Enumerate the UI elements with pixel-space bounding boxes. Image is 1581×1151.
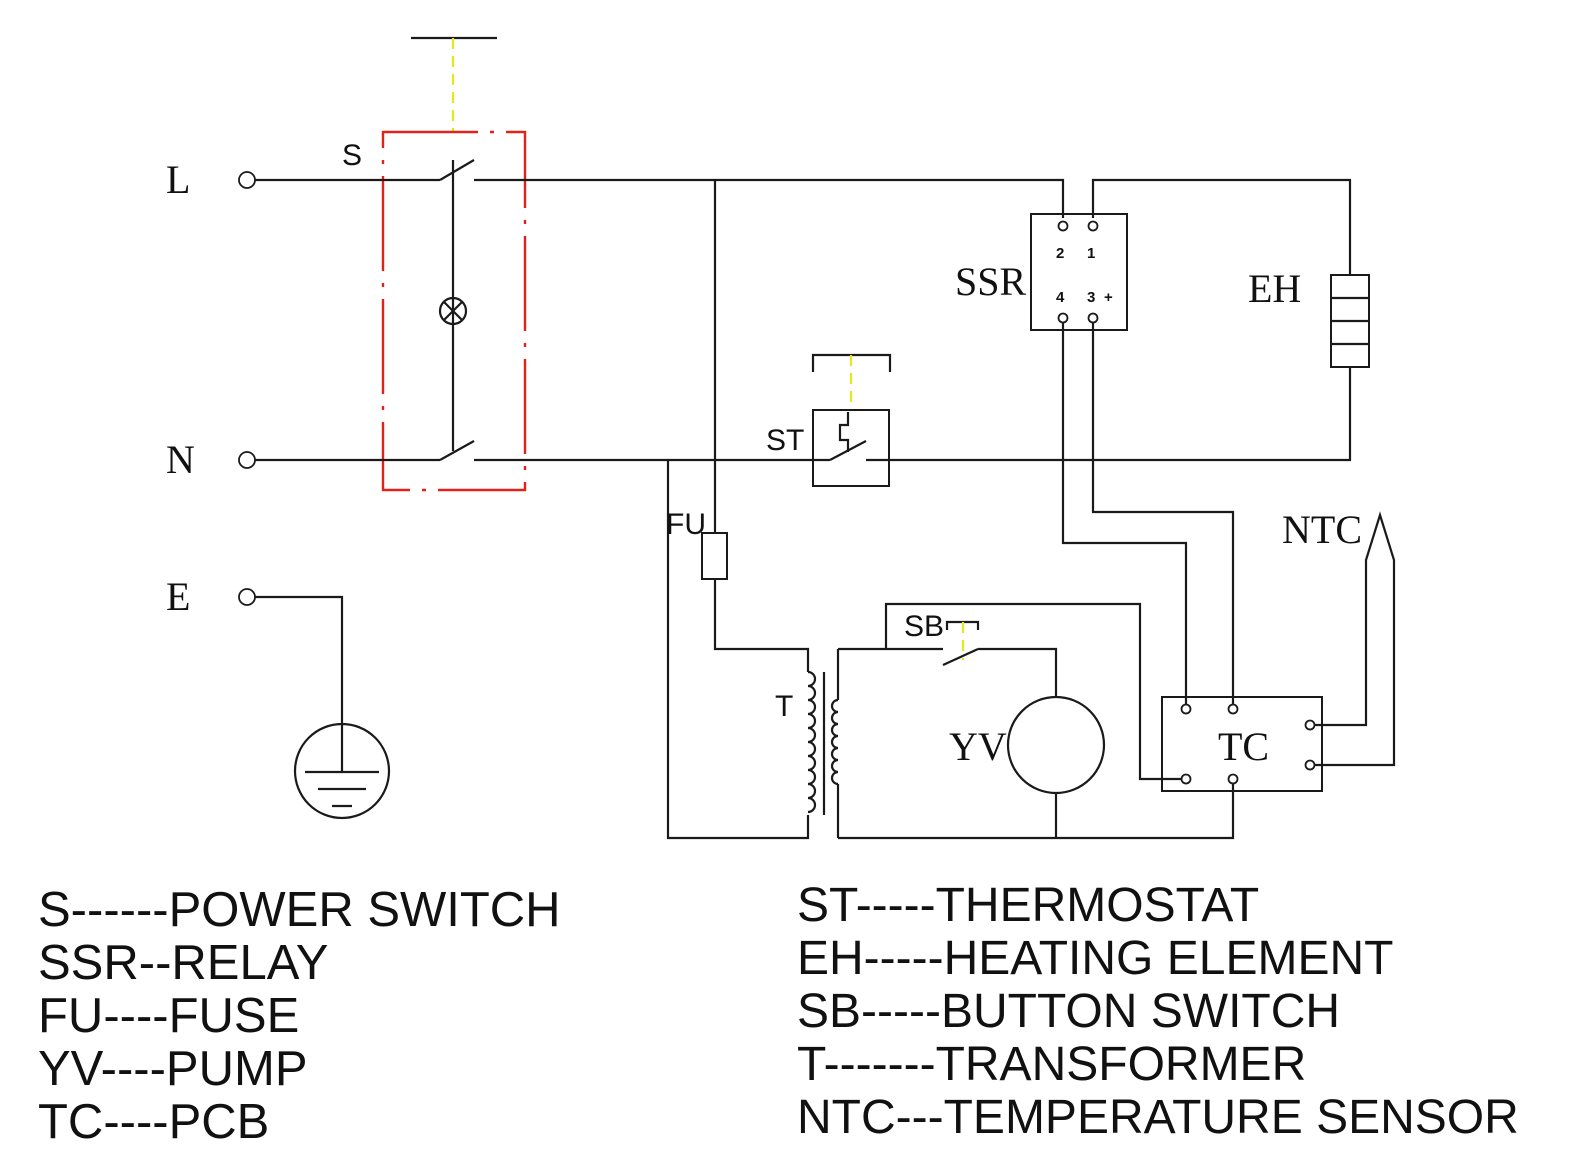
- label-l: L: [166, 157, 190, 202]
- sb-blade: [943, 649, 978, 665]
- legend-item: TC----PCB: [38, 1096, 561, 1149]
- wire-earth: [255, 597, 342, 725]
- legend-item: T-------TRANSFORMER: [797, 1038, 1519, 1091]
- power-switch: [383, 38, 525, 490]
- legend-item: FU----FUSE: [38, 990, 561, 1043]
- legend-item: YV----PUMP: [38, 1043, 561, 1096]
- heater-symbol: [1331, 275, 1369, 367]
- terminal-n: [239, 452, 255, 468]
- terminal-e: [239, 589, 255, 605]
- wire-ssr4-tc: [1063, 323, 1186, 704]
- legend-item: SB-----BUTTON SWITCH: [797, 985, 1519, 1038]
- ssr-pin-1: 1: [1087, 245, 1095, 262]
- pump-symbol: [1008, 697, 1104, 793]
- legend-item: SSR--RELAY: [38, 937, 561, 990]
- ssr-pin-4: 4: [1056, 289, 1065, 306]
- label-st: ST: [766, 424, 804, 457]
- switch-blade-l: [440, 160, 474, 180]
- legend-item: S------POWER SWITCH: [38, 884, 561, 937]
- legend-item: ST-----THERMOSTAT: [797, 879, 1519, 932]
- switch-blade-n: [440, 441, 474, 460]
- legend-left: S------POWER SWITCH SSR--RELAY FU----FUS…: [38, 884, 561, 1149]
- wire-n-eh: [866, 367, 1350, 460]
- thermostat-symbol: [813, 355, 890, 486]
- label-tc: TC: [1218, 724, 1269, 769]
- label-fu: FU: [666, 508, 706, 541]
- transformer-symbol: [808, 649, 838, 838]
- earth-ground-icon: [295, 724, 389, 818]
- ssr-pin-2: 2: [1056, 245, 1064, 262]
- wire-ssr3-tc: [1093, 323, 1233, 704]
- wire-sb-pump: [978, 649, 1056, 697]
- ssr-relay-box: [1031, 214, 1127, 330]
- label-yv: YV: [949, 724, 1007, 769]
- label-e: E: [166, 574, 190, 619]
- label-n: N: [166, 437, 195, 482]
- wire-ssr-eh: [1093, 180, 1350, 275]
- ntc-probe-symbol: [1315, 515, 1394, 765]
- ssr-pin-3: 3: [1087, 289, 1095, 306]
- label-sb: SB: [904, 610, 944, 643]
- legend-item: EH-----HEATING ELEMENT: [797, 932, 1519, 985]
- label-s: S: [342, 139, 362, 172]
- label-ssr: SSR: [955, 259, 1026, 304]
- ssr-pin-plus: +: [1104, 289, 1113, 306]
- terminals: [239, 172, 255, 605]
- button-actuator: [947, 622, 978, 660]
- legend-right: ST-----THERMOSTAT EH-----HEATING ELEMENT…: [797, 879, 1519, 1144]
- legend-item: NTC---TEMPERATURE SENSOR: [797, 1091, 1519, 1144]
- label-t: T: [775, 690, 793, 723]
- wire-l-main: [474, 180, 1063, 218]
- label-ntc: NTC: [1282, 507, 1362, 552]
- label-eh: EH: [1248, 266, 1301, 311]
- terminal-l: [239, 172, 255, 188]
- wire-fuse-transformer: [715, 579, 808, 672]
